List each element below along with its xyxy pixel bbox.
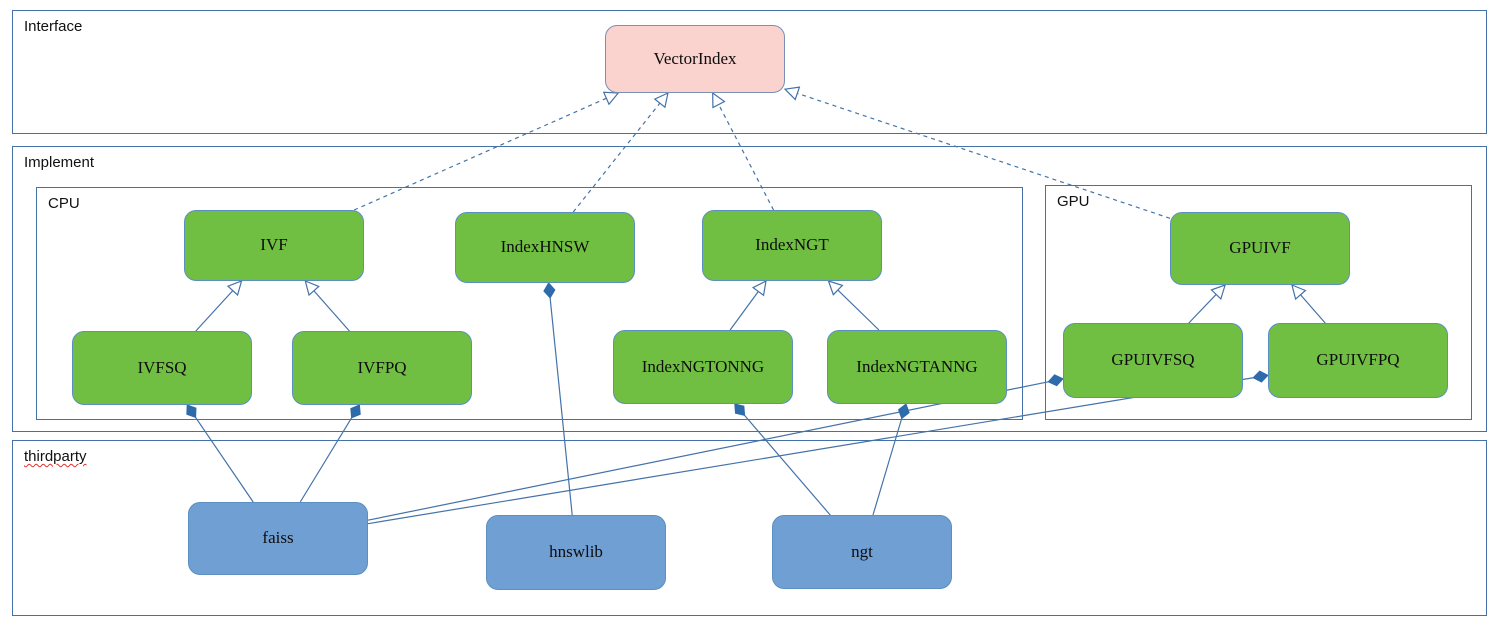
lane-gpu	[1045, 185, 1472, 420]
class-node-indexngtanng[interactable]: IndexNGTANNG	[827, 330, 1007, 404]
class-node-ivf[interactable]: IVF	[184, 210, 364, 281]
lane-label-gpu: GPU	[1057, 193, 1090, 210]
class-node-label: ngt	[851, 541, 873, 561]
class-node-label: hnswlib	[549, 542, 603, 562]
class-node-ngt[interactable]: ngt	[772, 515, 952, 589]
class-node-label: IndexNGTONNG	[641, 356, 765, 376]
class-node-label: IndexHNSW	[500, 237, 590, 257]
class-node-label: IndexNGT	[755, 235, 829, 255]
lane-label-implement: Implement	[24, 154, 95, 171]
class-node-label: IVFPQ	[357, 357, 407, 377]
lane-label-thirdparty: thirdparty	[24, 448, 87, 465]
class-node-label: IndexNGTANNG	[856, 356, 978, 376]
class-node-label: GPUIVFSQ	[1111, 350, 1195, 370]
lane-label-interface: Interface	[24, 18, 83, 35]
class-node-gpuivfsq[interactable]: GPUIVFSQ	[1063, 323, 1243, 398]
class-node-vectorindex[interactable]: VectorIndex	[605, 25, 785, 93]
class-node-indexngtonng[interactable]: IndexNGTONNG	[613, 330, 793, 404]
lane-label-cpu: CPU	[48, 195, 80, 212]
class-node-ivfpq[interactable]: IVFPQ	[292, 331, 472, 405]
class-node-label: GPUIVFPQ	[1316, 350, 1400, 370]
class-node-label: GPUIVF	[1229, 238, 1291, 258]
class-node-gpuivfpq[interactable]: GPUIVFPQ	[1268, 323, 1448, 398]
class-node-label: faiss	[262, 528, 294, 548]
class-node-label: VectorIndex	[653, 48, 737, 68]
class-node-faiss[interactable]: faiss	[188, 502, 368, 575]
class-node-label: IVF	[260, 235, 288, 255]
class-node-label: IVFSQ	[137, 357, 187, 377]
class-node-ivfsq[interactable]: IVFSQ	[72, 331, 252, 405]
class-node-gpuivf[interactable]: GPUIVF	[1170, 212, 1350, 285]
class-node-indexhnsw[interactable]: IndexHNSW	[455, 212, 635, 283]
class-node-hnswlib[interactable]: hnswlib	[486, 515, 666, 590]
class-node-indexngt[interactable]: IndexNGT	[702, 210, 882, 281]
